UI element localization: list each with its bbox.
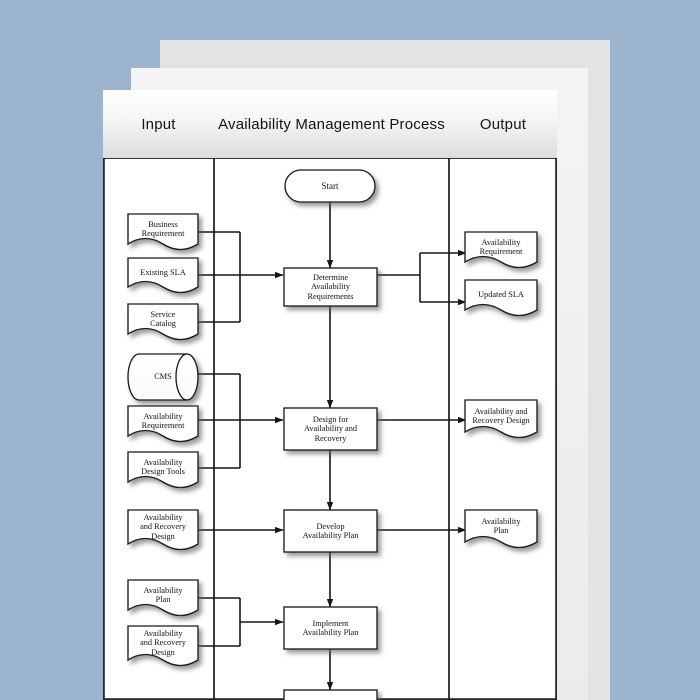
node-in-availability-design-tools (127, 451, 199, 489)
node-in-ar-design-2 (127, 625, 199, 667)
node-proc3 (283, 509, 378, 553)
lane-header-process: Availability Management Process (214, 90, 449, 158)
node-out-availability-requirement (464, 231, 538, 269)
node-in-business (127, 213, 199, 251)
connectors (198, 202, 467, 691)
node-proc4 (283, 606, 378, 650)
node-in-availability-plan (127, 579, 199, 617)
lane-header-input: Input (103, 90, 214, 158)
node-out-ar-design (464, 399, 538, 439)
node-start (284, 169, 376, 203)
node-proc5 (283, 689, 378, 700)
node-in-availability-requirement (127, 405, 199, 443)
node-out-updated-sla (464, 279, 538, 317)
flow-shapes (127, 169, 538, 700)
node-in-existing-sla (127, 257, 199, 294)
lane-header-output: Output (449, 90, 557, 158)
node-in-service-catalog (127, 303, 199, 341)
node-in-cms (127, 353, 199, 401)
node-out-availability-plan (464, 509, 538, 549)
flowchart-vector-layer (103, 90, 557, 700)
node-proc1 (283, 267, 378, 307)
flowchart-diagram: Input Availability Management Process Ou… (103, 90, 557, 700)
node-in-ar-design (127, 509, 199, 551)
node-proc2 (283, 407, 378, 451)
